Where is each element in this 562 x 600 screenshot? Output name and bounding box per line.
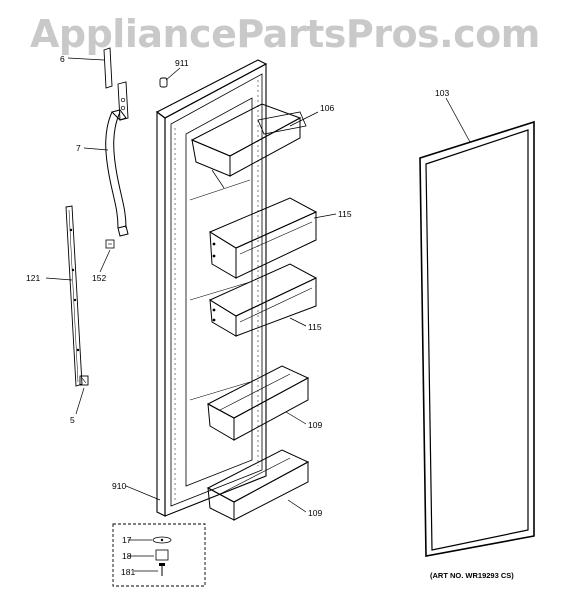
watermark-text: AppliancePartsPros.com xyxy=(30,12,540,56)
callout-910: 910 xyxy=(112,481,126,491)
callout-121: 121 xyxy=(26,273,40,283)
callout-109-lower: 109 xyxy=(308,508,322,518)
callout-18: 18 xyxy=(122,551,132,561)
part-109-lower-shelf-bin xyxy=(206,449,310,521)
part-6-hinge-strip xyxy=(103,47,129,121)
part-103-door-gasket xyxy=(419,120,535,557)
callout-5: 5 xyxy=(70,415,75,425)
callout-106: 106 xyxy=(320,103,334,113)
callout-911: 911 xyxy=(175,58,189,68)
callout-103: 103 xyxy=(435,88,449,98)
hardware-kit-box xyxy=(112,523,206,587)
part-5-clip xyxy=(79,375,89,386)
callout-labels: 6 911 106 103 7 115 121 152 115 109 5 91… xyxy=(26,54,449,577)
part-7-door-handle xyxy=(105,109,129,237)
callout-115-middle: 115 xyxy=(308,322,322,332)
door-assembly xyxy=(155,59,268,517)
callout-6: 6 xyxy=(60,54,65,64)
callout-181: 181 xyxy=(121,567,135,577)
part-911-plug xyxy=(159,77,168,88)
callout-109-upper: 109 xyxy=(308,420,322,430)
callout-17: 17 xyxy=(122,535,132,545)
callout-152: 152 xyxy=(92,273,106,283)
art-number: (ART NO. WR19293 CS) xyxy=(430,571,514,580)
part-109-upper-shelf-bin xyxy=(206,365,310,441)
leader-lines xyxy=(45,57,471,572)
part-121-trim-strip xyxy=(65,205,83,387)
part-152-screw xyxy=(105,239,115,249)
callout-115-upper: 115 xyxy=(338,209,352,219)
part-115-upper-door-bin xyxy=(208,197,318,279)
part-115-middle-door-bin xyxy=(208,263,318,337)
part-106-dairy-compartment xyxy=(190,103,307,189)
callout-7: 7 xyxy=(76,143,81,153)
